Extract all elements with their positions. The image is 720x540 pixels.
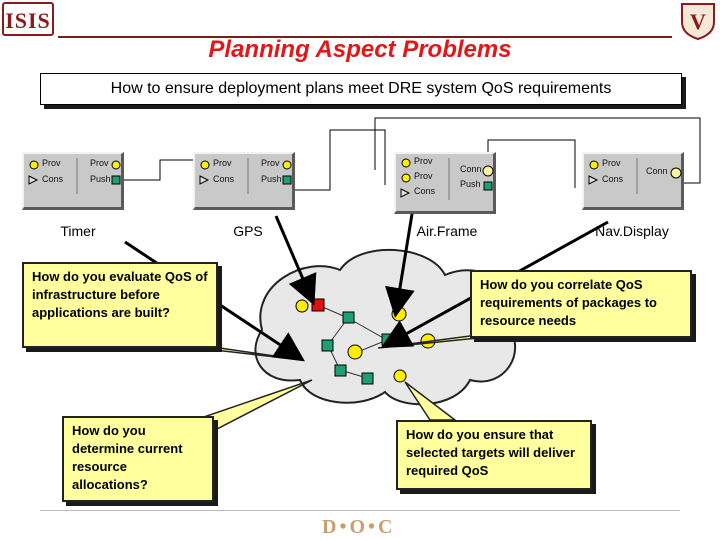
component-timer[interactable]: Prov Cons Prov Push	[22, 152, 124, 210]
component-name-navdisplay: Nav.Display	[595, 223, 669, 239]
port-label: Prov	[414, 171, 433, 181]
port-label: Prov	[602, 158, 621, 168]
wire-timer-gps	[121, 159, 196, 181]
component-name-gps: GPS	[233, 223, 263, 239]
isis-logo: ISIS	[2, 2, 54, 36]
port-label: Push	[261, 174, 282, 184]
component-name-timer: Timer	[60, 223, 96, 239]
yellow-node	[347, 344, 363, 360]
port-label: Prov	[414, 156, 433, 166]
component-airframe[interactable]: Prov Prov Cons Conn Push	[394, 152, 496, 214]
green-node	[334, 364, 347, 377]
green-node	[321, 339, 334, 352]
green-node	[342, 311, 355, 324]
callout-correlate: How do you correlate QoS requirements of…	[470, 270, 692, 338]
vanderbilt-logo: V	[680, 2, 716, 41]
yellow-node	[391, 306, 407, 322]
port-label: Push	[90, 174, 111, 184]
callout-ensure: How do you ensure that selected targets …	[396, 420, 592, 490]
port-label: Push	[460, 179, 481, 189]
component-name-airframe: Air.Frame	[416, 223, 478, 239]
port-label: Prov	[42, 158, 61, 168]
port-label: Cons	[602, 174, 624, 184]
subtitle-box: How to ensure deployment plans meet DRE …	[40, 73, 682, 105]
green-node	[361, 372, 374, 385]
doc-logo: D•O•C	[322, 516, 396, 538]
port-label: Cons	[42, 174, 64, 184]
yellow-node	[393, 369, 407, 383]
callout-evaluate: How do you evaluate QoS of infrastructur…	[22, 262, 218, 348]
vanderbilt-logo-letter: V	[690, 9, 706, 34]
component-ports	[400, 158, 494, 200]
footer-rule	[40, 510, 680, 511]
wire-nav-airframe	[374, 117, 701, 184]
component-navdisplay[interactable]: Prov Cons Conn	[582, 152, 684, 210]
component-gps[interactable]: Prov Cons Prov Push	[193, 152, 295, 210]
port-label: Prov	[213, 158, 232, 168]
port-label: Conn	[646, 166, 668, 176]
port-label: Cons	[213, 174, 235, 184]
component-ports	[588, 158, 682, 194]
component-ports	[28, 158, 121, 194]
component-ports	[199, 158, 292, 194]
callout-determine: How do you determine current resource al…	[62, 416, 214, 502]
port-label: Prov	[90, 158, 109, 168]
yellow-node	[295, 299, 309, 313]
port-label: Prov	[261, 158, 280, 168]
header-rule	[58, 36, 672, 38]
red-node	[311, 298, 325, 312]
page-title: Planning Aspect Problems	[208, 36, 512, 63]
port-label: Cons	[414, 186, 436, 196]
wire-gps-airframe	[292, 129, 386, 191]
port-label: Conn	[460, 164, 482, 174]
